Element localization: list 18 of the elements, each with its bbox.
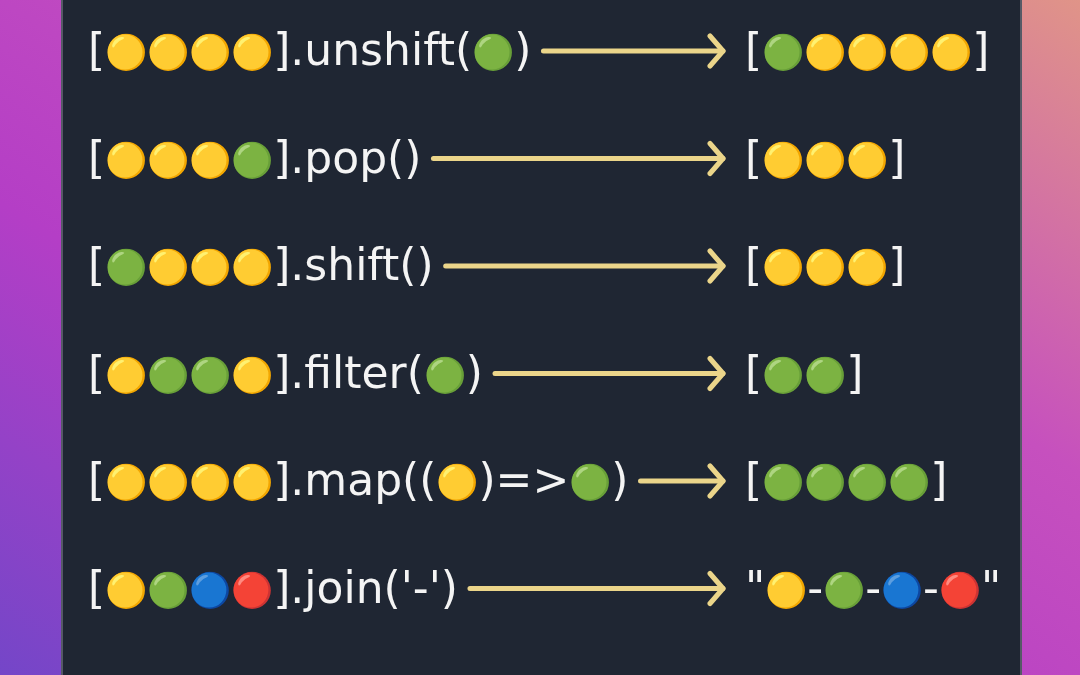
code-expression: [🟢🟡🟡🟡].shift() <box>88 237 434 295</box>
arrow <box>492 356 726 391</box>
code-expression: [🟡🟢🔵🔴].join('-') <box>88 559 458 618</box>
code-expression: [🟡🟡🟡🟡].map((🟡)=>🟢) <box>88 452 629 510</box>
code-expression: [🟡🟡🟡🟡].unshift(🟢) <box>88 22 532 80</box>
code-expression: [🟡🟡🟡🟢].pop() <box>88 129 422 188</box>
result-value: [🟡🟡🟡] <box>745 237 906 295</box>
arrow <box>638 463 726 499</box>
result-value: [🟢🟡🟡🟡🟡] <box>745 22 990 80</box>
result-value: "🟡-🟢-🔵-🔴" <box>745 559 1002 618</box>
arrow <box>467 571 726 606</box>
code-expression: [🟡🟢🟢🟡].filter(🟢) <box>88 344 483 403</box>
arrow <box>430 141 726 176</box>
result-value: [🟡🟡🟡] <box>745 129 906 188</box>
arrow <box>540 33 726 69</box>
arrow <box>443 248 726 284</box>
result-value: [🟢🟢🟢🟢] <box>745 452 948 510</box>
result-value: [🟢🟢] <box>745 344 864 403</box>
